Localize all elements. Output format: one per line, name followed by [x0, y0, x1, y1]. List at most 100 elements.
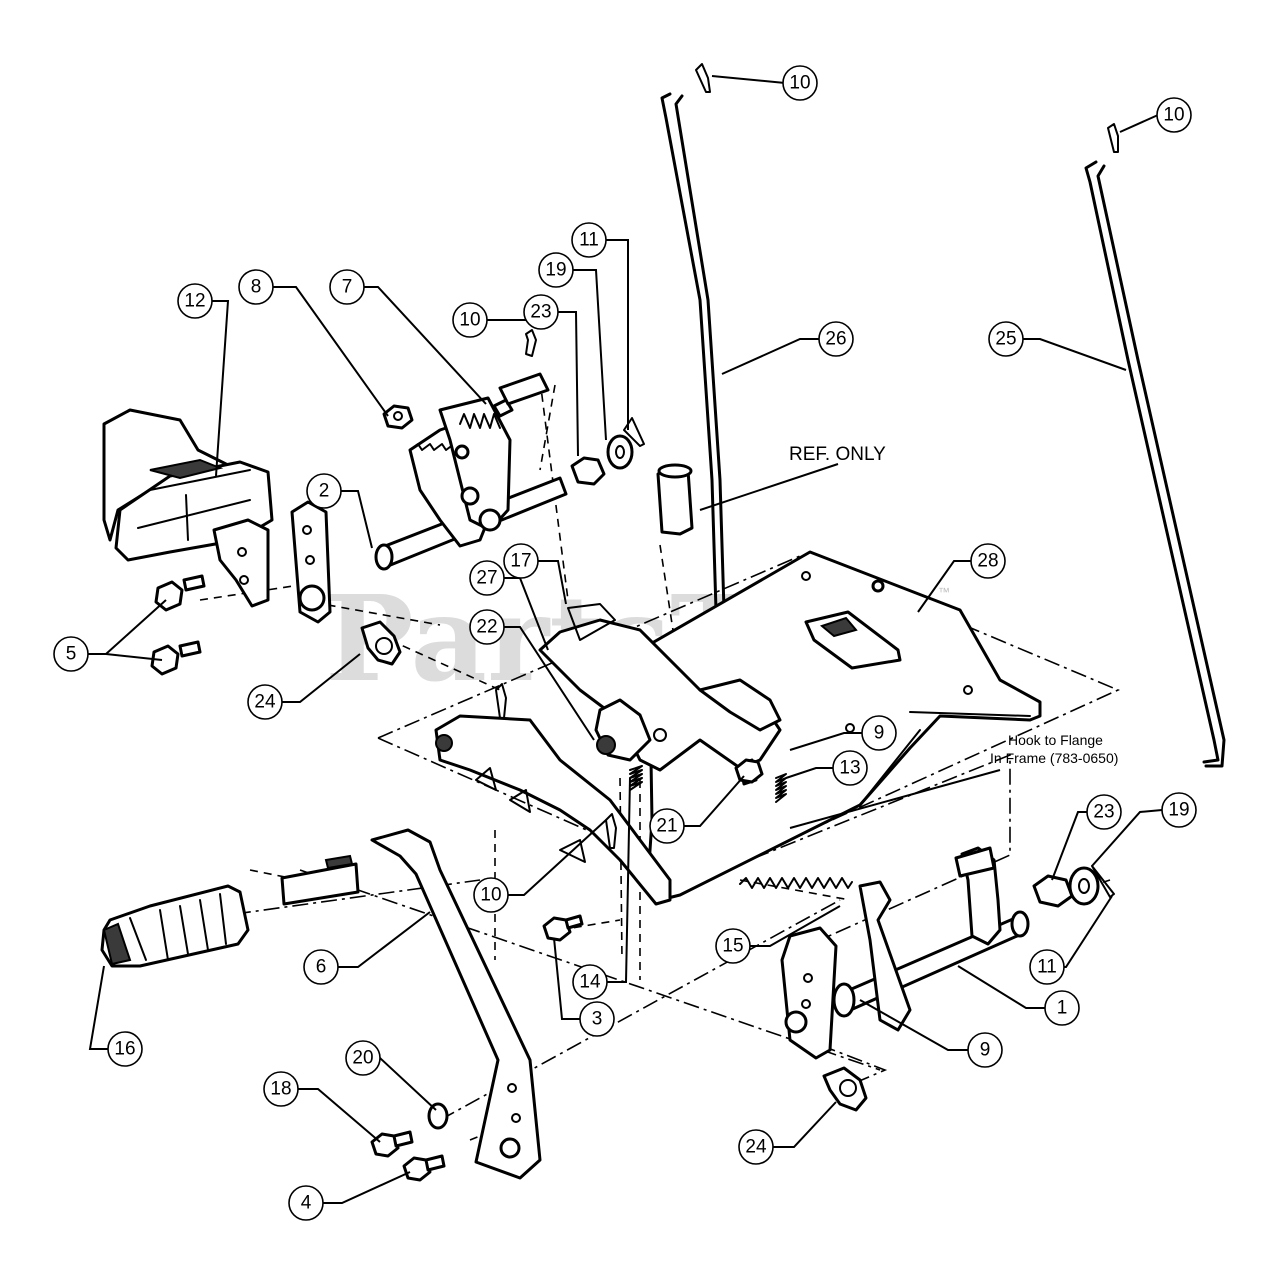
svg-text:23: 23: [1093, 802, 1114, 823]
pedal-arm-12: [212, 518, 270, 608]
upper-hardware: [498, 329, 645, 486]
callout-16: 16: [107, 1031, 143, 1067]
callout-21: 21: [649, 808, 685, 844]
callout-3: 3: [579, 1001, 615, 1037]
svg-text:23: 23: [530, 302, 551, 323]
hook-note-line1: Hook to Flange: [1008, 732, 1103, 748]
callout-20: 20: [345, 1040, 381, 1076]
svg-text:9: 9: [980, 1040, 991, 1061]
svg-text:7: 7: [342, 277, 353, 298]
spring-15: [739, 877, 853, 889]
callout-10-lower: 10: [473, 877, 509, 913]
callout-5: 5: [53, 636, 89, 672]
svg-text:6: 6: [316, 957, 327, 978]
callout-19-top: 19: [538, 252, 574, 288]
callout-8: 8: [238, 269, 274, 305]
svg-text:26: 26: [825, 329, 846, 350]
frame-plate-28: [638, 550, 1042, 902]
bolt-3: [542, 914, 584, 942]
control-rod-25: [1084, 160, 1226, 768]
slotted-frame-bar: [434, 714, 672, 906]
callout-7: 7: [329, 269, 365, 305]
callout-19-right: 19: [1161, 792, 1197, 828]
shaft-assembly-1: [780, 846, 1030, 1060]
svg-text:9: 9: [874, 723, 885, 744]
callout-10-right: 10: [1156, 97, 1192, 133]
callout-9-upper: 9: [861, 715, 897, 751]
svg-text:10: 10: [459, 310, 480, 331]
svg-text:27: 27: [476, 568, 497, 589]
callout-26: 26: [818, 321, 854, 357]
callout-25: 25: [988, 321, 1024, 357]
callout-14: 14: [572, 964, 608, 1000]
spring-14: [629, 765, 643, 791]
svg-text:15: 15: [722, 936, 743, 957]
svg-text:11: 11: [1037, 957, 1057, 978]
svg-text:21: 21: [656, 816, 677, 837]
pedal-grip-16: [100, 884, 250, 968]
control-rod-26: [660, 92, 726, 636]
hook-note-line2: In Frame (783-0650): [990, 750, 1118, 766]
pedal-arm-6: [280, 828, 542, 1180]
svg-text:28: 28: [977, 551, 998, 572]
callout-10-mid: 10: [452, 302, 488, 338]
callout-24-lower: 24: [738, 1129, 774, 1165]
svg-text:17: 17: [510, 551, 531, 572]
callout-13: 13: [832, 750, 868, 786]
callout-23-right: 23: [1086, 794, 1122, 830]
callout-18: 18: [263, 1071, 299, 1107]
callout-4: 4: [288, 1185, 324, 1221]
lower-bolts: [370, 1102, 449, 1182]
svg-text:2: 2: [319, 481, 330, 502]
callout-27: 27: [469, 560, 505, 596]
bracket-assembly: [538, 603, 782, 786]
svg-text:19: 19: [1168, 800, 1189, 821]
callout-23-top: 23: [523, 294, 559, 330]
callout-1: 1: [1044, 990, 1080, 1026]
svg-text:13: 13: [839, 758, 860, 779]
svg-text:25: 25: [995, 329, 1016, 350]
svg-text:24: 24: [254, 692, 276, 713]
svg-text:10: 10: [1163, 105, 1184, 126]
svg-text:19: 19: [545, 260, 566, 281]
svg-text:24: 24: [745, 1137, 767, 1158]
callouts: 10 10 11 19 23 10 8 7 12 26 25 2 17 27 2…: [53, 65, 1197, 1221]
svg-text:20: 20: [352, 1048, 373, 1069]
link-plate-2: [290, 500, 332, 624]
svg-text:3: 3: [592, 1009, 603, 1030]
svg-text:10: 10: [789, 73, 810, 94]
svg-text:10: 10: [480, 885, 501, 906]
callout-24-upper: 24: [247, 684, 283, 720]
ref-only-label: REF. ONLY: [789, 444, 886, 465]
svg-text:18: 18: [270, 1079, 291, 1100]
svg-text:11: 11: [579, 230, 599, 251]
callout-2: 2: [306, 473, 342, 509]
callout-15: 15: [715, 928, 751, 964]
svg-text:14: 14: [579, 972, 601, 993]
trademark-symbol: ™: [938, 585, 950, 599]
nut-21: [734, 758, 764, 784]
callout-12: 12: [177, 283, 213, 319]
callout-28: 28: [970, 543, 1006, 579]
svg-text:5: 5: [66, 644, 77, 665]
cotter-pins-10: [495, 63, 1119, 849]
svg-text:12: 12: [184, 291, 205, 312]
svg-text:16: 16: [114, 1039, 135, 1060]
clip-24-lower: [822, 1066, 868, 1112]
callout-6: 6: [303, 949, 339, 985]
callout-10-top: 10: [782, 65, 818, 101]
svg-text:4: 4: [301, 1193, 312, 1214]
svg-text:1: 1: [1057, 998, 1068, 1019]
hook-note-leader: [789, 769, 1001, 829]
svg-text:22: 22: [476, 617, 497, 638]
clip-24-upper: [360, 620, 402, 666]
callout-9-lower: 9: [967, 1032, 1003, 1068]
svg-text:8: 8: [251, 277, 262, 298]
callout-22: 22: [469, 609, 505, 645]
spring-13: [775, 773, 787, 803]
spacer-ref-only: [656, 463, 694, 536]
ref-only-leader: [699, 463, 839, 511]
callout-17: 17: [503, 543, 539, 579]
sector-gear-7: [408, 396, 512, 548]
